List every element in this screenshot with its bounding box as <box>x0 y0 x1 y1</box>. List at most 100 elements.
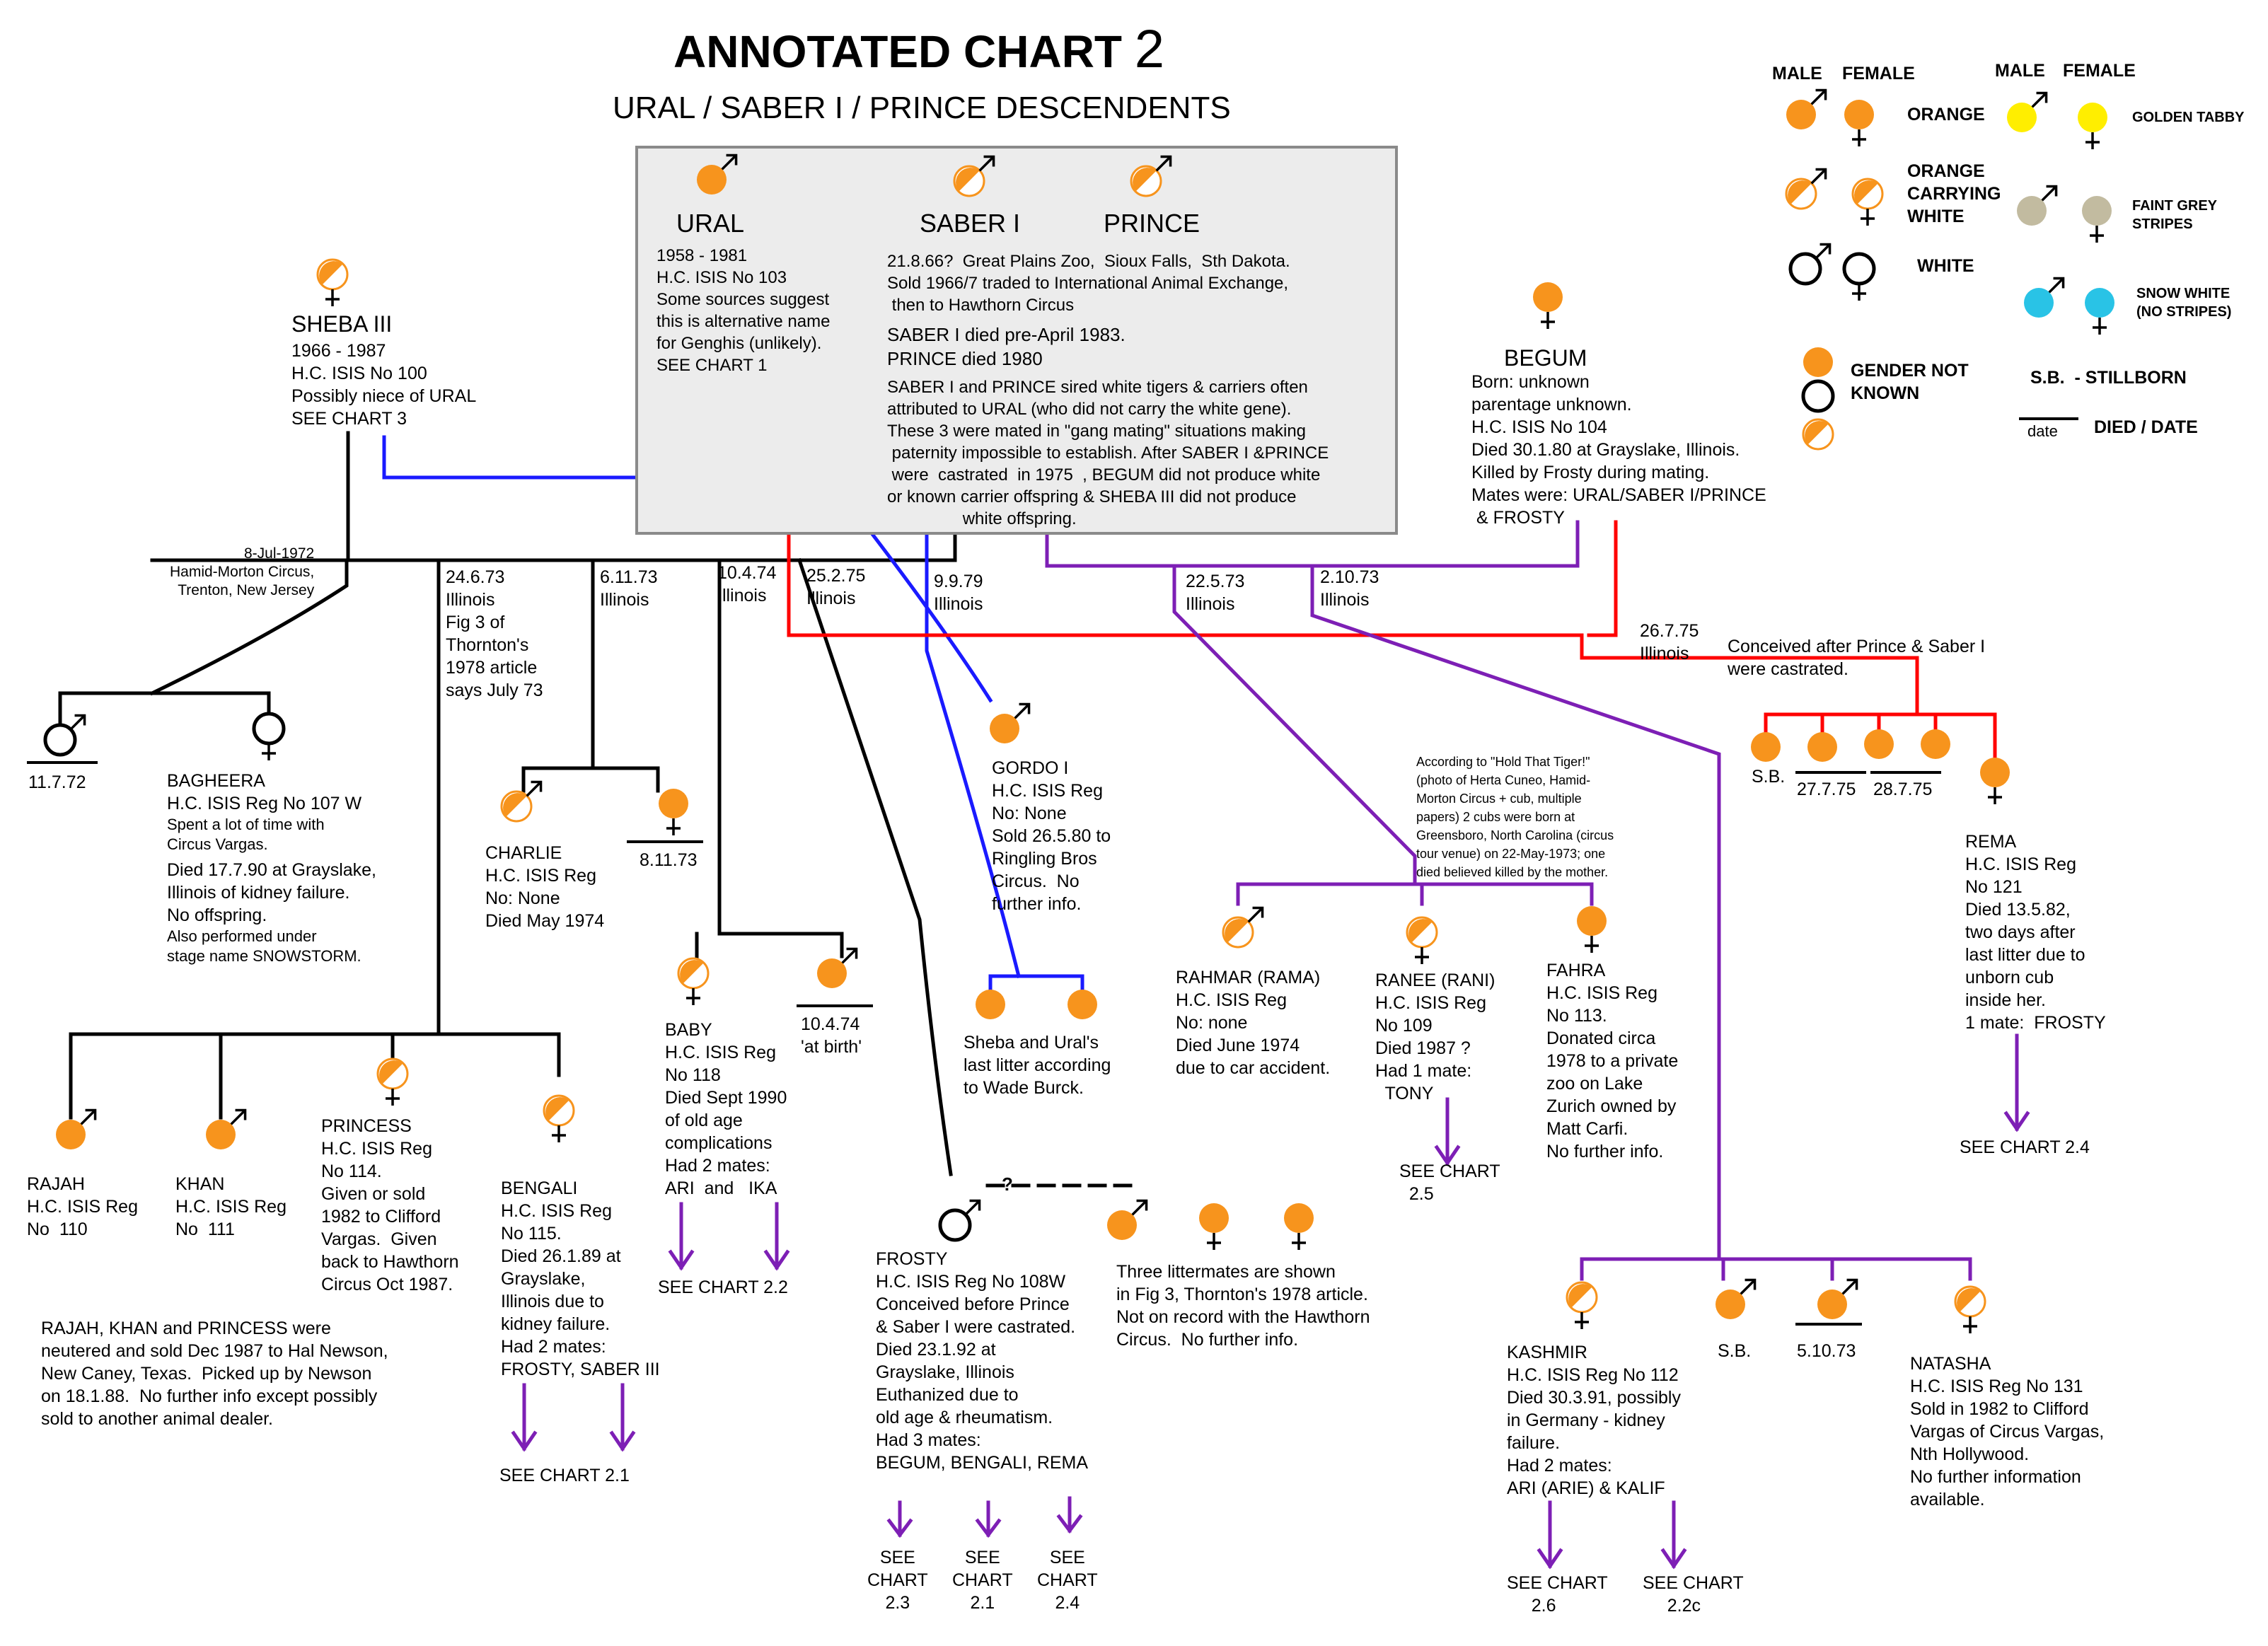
rkp-note: RAJAH, KHAN and PRINCESS were neutered a… <box>41 1318 388 1429</box>
gordo-info: GORDO I H.C. ISIS Reg No: None Sold 26.5… <box>992 758 1111 914</box>
litter-21073-label: 2.10.73 Illinois <box>1320 567 1379 610</box>
natasha-icon <box>1954 1285 1986 1333</box>
ural-icon <box>697 153 738 195</box>
sheba-icon <box>316 258 349 306</box>
conceived-note: Conceived after Prince & Saber I were ca… <box>1728 637 1986 679</box>
ranee-info: RANEE (RANI) H.C. ISIS Reg No 109 Died 1… <box>1375 970 1495 1103</box>
page-title: ANNOTATED CHART 2 <box>673 21 1164 80</box>
litter-22573-label: 22.5.73 Illinois <box>1186 572 1245 614</box>
title-number: 2 <box>1134 19 1165 79</box>
see-chart-arrows <box>511 1033 2030 1570</box>
saber-name: SABER I <box>920 209 1021 238</box>
title-text: ANNOTATED CHART <box>673 26 1122 77</box>
litter-26775-label: 26.7.75 Illinois <box>1640 621 1699 663</box>
legend-stillborn: S.B. - STILLBORN <box>2030 368 2187 388</box>
begum-icon <box>1533 282 1563 329</box>
legend-unknown-white-icon <box>1801 379 1835 413</box>
rema-info: REMA H.C. ISIS Reg No 121 Died 13.5.82, … <box>1965 832 2106 1033</box>
legend-grey-male-icon <box>2017 185 2058 226</box>
legend-date-sample: date <box>2027 422 2058 440</box>
legend-orange-carrying-white: ORANGE CARRYING WHITE <box>1907 161 2001 226</box>
baby-info: BABY H.C. ISIS Reg No 118 Died Sept 1990… <box>665 1020 787 1198</box>
litter-24673-label: 24.6.73 Illinois Fig 3 of Thornton's 197… <box>446 567 543 700</box>
natasha-info: NATASHA H.C. ISIS Reg No 131 Sold in 198… <box>1910 1354 2105 1509</box>
page-subtitle: URAL / SABER I / PRINCE DESCENDENTS <box>613 91 1231 125</box>
saber-info-2: SABER I died pre-April 1983. PRINCE died… <box>887 324 1126 369</box>
frosty-see-2-4: SEE CHART 2.4 <box>1037 1548 1098 1613</box>
stillborn-21073: S.B. <box>1718 1341 1752 1361</box>
littermate-female-b-icon <box>1284 1203 1314 1250</box>
legend-unknown-carrier-icon <box>1802 418 1834 451</box>
legend-faint-grey: FAINT GREY STRIPES <box>2132 198 2218 232</box>
saber-icon <box>953 155 995 197</box>
princess-info: PRINCESS H.C. ISIS Reg No 114. Given or … <box>321 1116 459 1294</box>
male-51073-icon <box>1817 1278 1858 1319</box>
legend-golden-tabby: GOLDEN TABBY <box>2132 110 2245 125</box>
legend-grey-female-icon <box>2082 196 2112 243</box>
ranee-icon <box>1406 916 1438 964</box>
see-chart-2-2c: SEE CHART 2.2c <box>1643 1573 1744 1616</box>
sheba-name: SHEBA III <box>291 311 393 337</box>
legend-unknown-orange-icon <box>1803 347 1833 377</box>
see-chart-2-2: SEE CHART 2.2 <box>658 1277 788 1297</box>
littermate-female-a-icon <box>1199 1203 1229 1250</box>
male-1972-died: 11.7.72 <box>28 772 86 792</box>
cub-unknown-b-icon <box>1068 990 1097 1019</box>
cub-27775-icon <box>1807 732 1837 762</box>
legend-orange-female-icon <box>1844 100 1874 146</box>
black-lines <box>58 431 1000 1188</box>
cub-unknown-a-icon <box>976 990 1005 1019</box>
litter-61173-label: 6.11.73 Illinois <box>600 567 658 610</box>
hold-that-tiger-note: According to "Hold That Tiger!" (photo o… <box>1416 755 1614 879</box>
male-1972-icon <box>43 714 86 757</box>
bagheera-more: Spent a lot of time with Circus Vargas. <box>167 816 325 853</box>
rajah-icon <box>56 1108 97 1149</box>
male-10474-icon <box>817 947 858 988</box>
legend-golden-male-icon <box>2007 91 2048 132</box>
stillborn-26775: S.B. <box>1752 767 1786 787</box>
charlie-icon <box>500 780 543 823</box>
founders-box <box>635 146 1398 535</box>
died-28775: 28.7.75 <box>1873 779 1933 799</box>
legend-female-1: FEMALE <box>1842 64 1915 83</box>
frosty-see-2-3: SEE CHART 2.3 <box>867 1548 928 1613</box>
charlie-info: CHARLIE H.C. ISIS Reg No: None Died May … <box>485 843 605 931</box>
died-27775: 27.7.75 <box>1797 779 1856 799</box>
stillborn-a-icon <box>1751 732 1781 762</box>
legend-carrier-female-icon <box>1851 178 1884 226</box>
rahmar-info: RAHMAR (RAMA) H.C. ISIS Reg No: none Die… <box>1176 968 1331 1078</box>
saber-info-1: 21.8.66? Great Plains Zoo, Sioux Falls, … <box>887 252 1290 315</box>
red-lines <box>787 390 1997 759</box>
legend-died-date: DIED / DATE <box>2094 417 2198 437</box>
purple-lines <box>1045 520 1972 1281</box>
legend-orange: ORANGE <box>1907 105 1985 124</box>
cub-28775b-icon <box>1921 729 1950 759</box>
littermate-male-icon <box>1107 1199 1148 1240</box>
rajah-info: RAJAH H.C. ISIS Reg No 110 <box>27 1174 138 1239</box>
rahmar-icon <box>1222 906 1264 949</box>
kashmir-info: KASHMIR H.C. ISIS Reg No 112 Died 30.3.9… <box>1507 1343 1681 1498</box>
legend-golden-female-icon <box>2078 103 2107 149</box>
khan-icon <box>206 1108 247 1149</box>
three-littermates-note: Three littermates are shown in Fig 3, Th… <box>1116 1262 1370 1350</box>
legend-snow-male-icon <box>2024 277 2065 318</box>
sheba-info: 1966 - 1987 H.C. ISIS No 100 Possibly ni… <box>291 341 477 429</box>
legend-carrier-male-icon <box>1785 168 1827 210</box>
legend-white-female-icon <box>1842 252 1876 301</box>
legend-orange-male-icon <box>1786 88 1827 129</box>
ural-info: 1958 - 1981 H.C. ISIS No 103 Some source… <box>656 246 831 375</box>
khan-info: KHAN H.C. ISIS Reg No 111 <box>175 1174 287 1239</box>
legend-female-2: FEMALE <box>2063 61 2136 81</box>
begum-info: Born: unknown parentage unknown. H.C. IS… <box>1471 372 1766 528</box>
died-51073: 5.10.73 <box>1797 1341 1856 1361</box>
see-chart-2-6: SEE CHART 2.6 <box>1507 1573 1608 1616</box>
legend-white-male-icon <box>1788 243 1832 286</box>
bagheera-info: BAGHEERA H.C. ISIS Reg No 107 W <box>167 771 362 813</box>
legend-male-1: MALE <box>1772 64 1822 83</box>
litter-10474-label: 10.4.74 Illinois <box>717 563 777 605</box>
legend-gender-not-known: GENDER NOT KNOWN <box>1851 361 1969 403</box>
last-litter-note: Sheba and Ural's last litter according t… <box>964 1033 1111 1098</box>
cub-28775a-icon <box>1864 729 1894 759</box>
